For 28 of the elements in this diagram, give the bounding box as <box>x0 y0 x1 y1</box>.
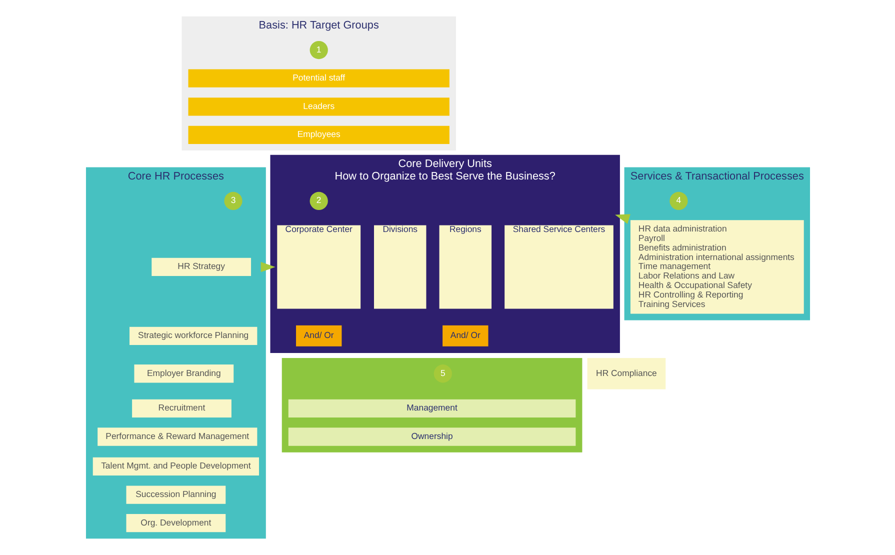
node-box: Recruitment <box>132 399 231 418</box>
node-box: And/ Or <box>442 325 488 346</box>
node-box: Performance & Reward Management <box>97 428 257 446</box>
node-box: Employer Branding <box>134 364 234 383</box>
node-box: Leaders <box>188 98 449 116</box>
node-box: HR data administration Payroll Benefits administration Administration international assignments Time management Labor Relations and Law Health & Occupational Safety HR Controlling & Reporting Training Services <box>630 220 804 314</box>
node-box: Strategic workforce Planning <box>129 326 257 345</box>
node-label: 2 <box>316 195 321 206</box>
node-box: Management <box>288 399 576 418</box>
node-box: Org. Development <box>126 514 226 532</box>
node-label: 3 <box>230 195 236 206</box>
node-box: Ownership <box>288 428 576 446</box>
node-box: Regions <box>438 225 492 309</box>
node-box: Talent Mgmt. and People Development <box>92 457 258 476</box>
node-box: Corporate Center <box>276 225 360 309</box>
node-box: Divisions <box>374 225 426 309</box>
arrow <box>260 262 275 272</box>
node-label: 5 <box>440 368 445 378</box>
node-box: HR Strategy <box>151 258 251 276</box>
cluster <box>281 358 582 452</box>
node-box: Shared Service Centers <box>504 225 613 309</box>
node-label: 4 <box>676 195 681 206</box>
node-box: Potential staff <box>188 69 449 88</box>
node-label: 1 <box>316 44 321 54</box>
node-box: Employees <box>188 126 449 144</box>
node-box: HR Compliance <box>586 358 666 390</box>
node-box: And/ Or <box>296 325 342 346</box>
node-box: Succession Planning <box>126 486 226 504</box>
